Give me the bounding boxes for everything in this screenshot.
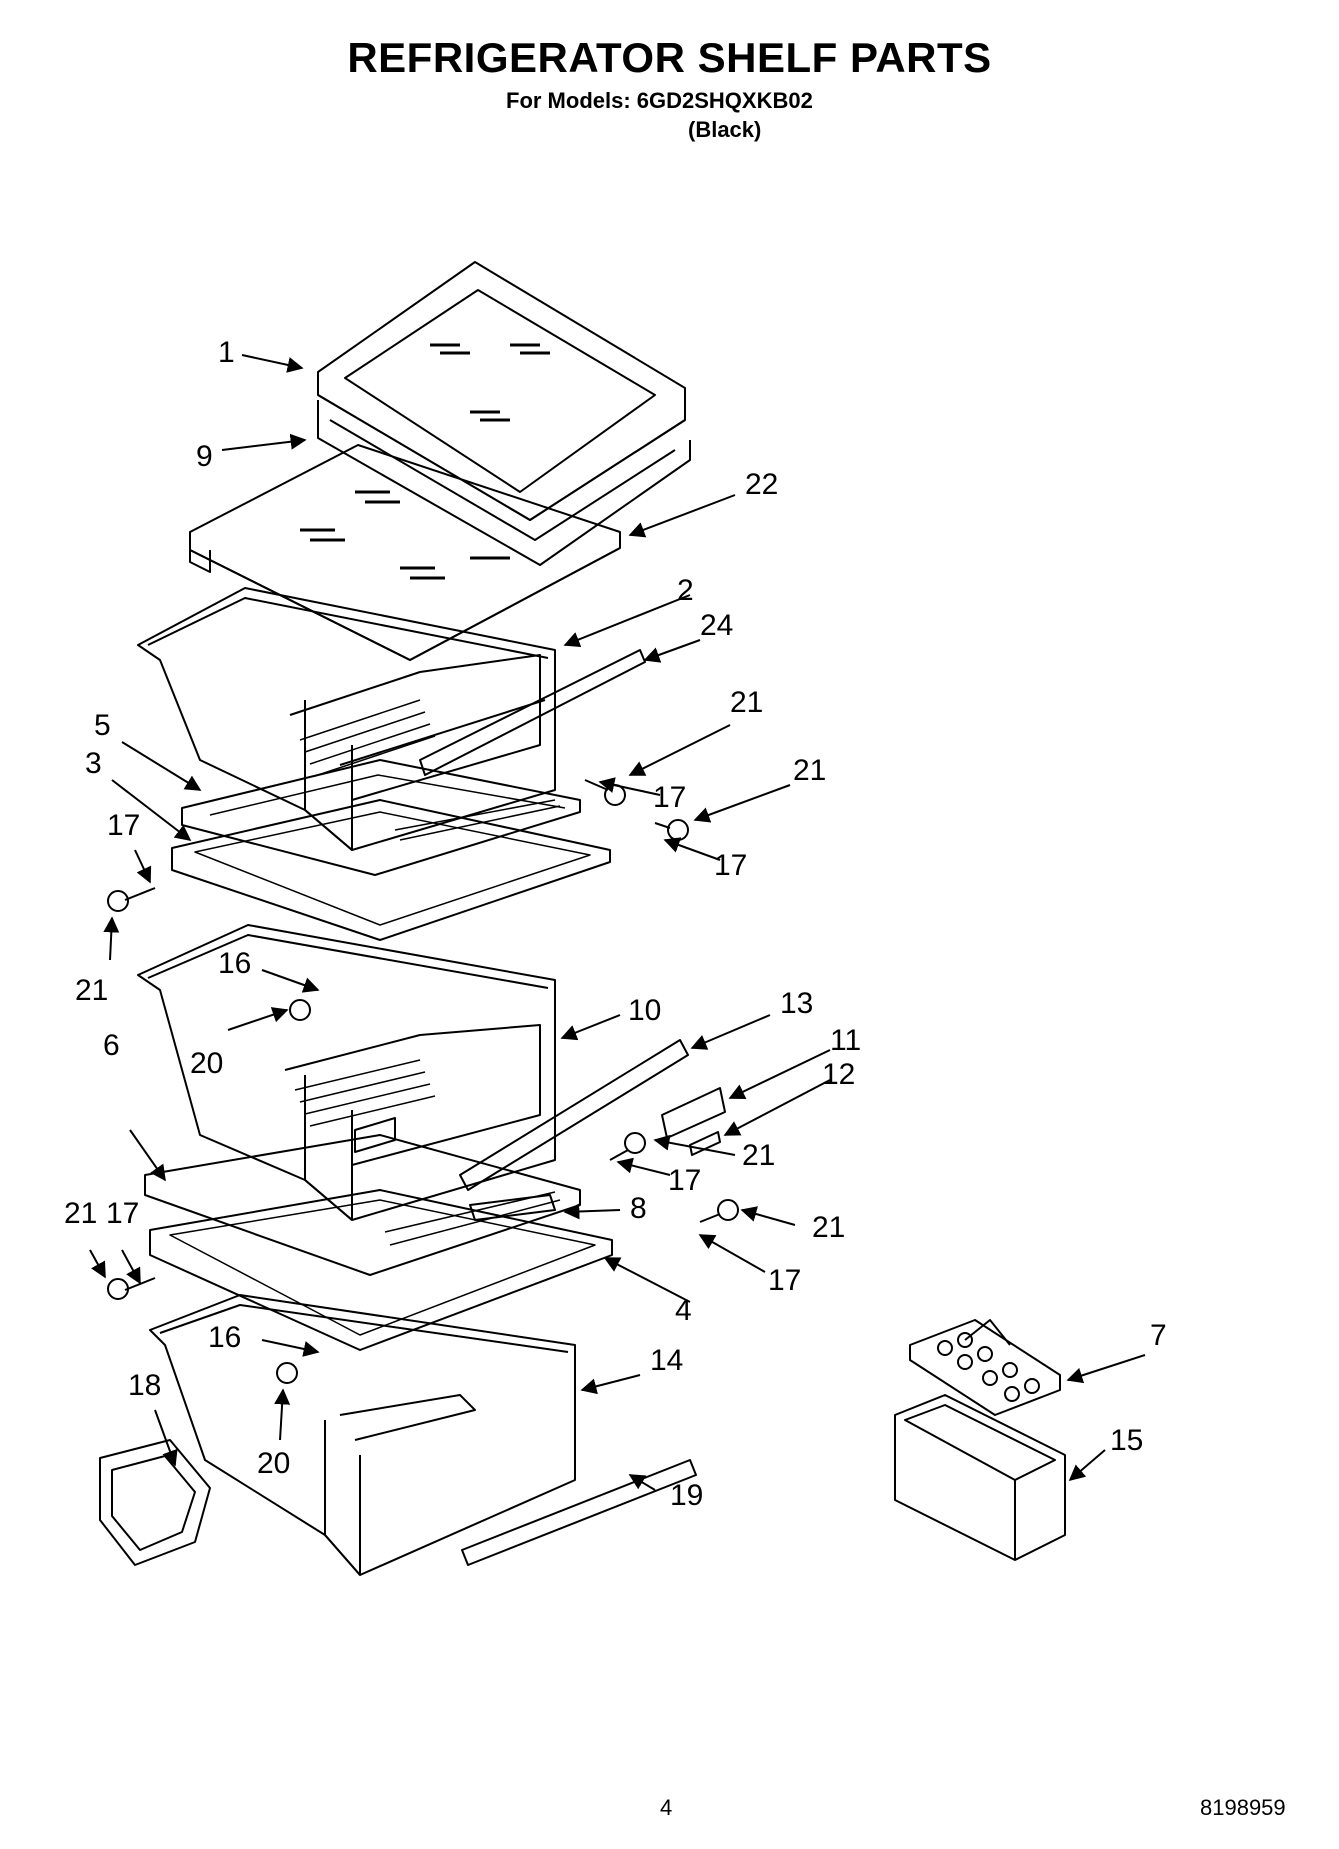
part-2-crisper-drawer bbox=[137, 587, 556, 851]
model-variant: (Black) bbox=[688, 117, 762, 142]
callout-13: 13 bbox=[780, 987, 813, 1020]
callout-1: 1 bbox=[218, 336, 235, 369]
callout-2: 2 bbox=[677, 574, 694, 607]
part-3-crisper-frame bbox=[171, 799, 611, 941]
callout-labels: 1 9 22 2 24 5 3 21 17 21 17 17 21 16 20 … bbox=[64, 336, 1167, 1512]
callout-5: 5 bbox=[94, 709, 111, 742]
callout-9: 9 bbox=[196, 440, 213, 473]
part-19-cover-strip bbox=[461, 1459, 697, 1566]
page-title: REFRIGERATOR SHELF PARTS bbox=[347, 34, 992, 81]
callout-21-d: 21 bbox=[742, 1139, 775, 1172]
part-1-glass-shelf bbox=[317, 261, 686, 521]
part-7-egg-tray bbox=[909, 1319, 1061, 1416]
part-5-crisper-cover bbox=[181, 759, 581, 876]
callout-21-b: 21 bbox=[793, 754, 826, 787]
callout-16-b: 16 bbox=[208, 1321, 241, 1354]
callout-17-b: 17 bbox=[107, 809, 140, 842]
callout-24: 24 bbox=[700, 609, 733, 642]
callout-21-c: 21 bbox=[75, 974, 108, 1007]
part-24-cover-strip bbox=[419, 649, 646, 776]
part-20-cams bbox=[276, 999, 311, 1384]
callout-21-a: 21 bbox=[730, 686, 763, 719]
callout-14: 14 bbox=[650, 1344, 683, 1377]
callout-17-f: 17 bbox=[768, 1264, 801, 1297]
part-14-crisper-drawer bbox=[149, 1294, 576, 1576]
callout-4: 4 bbox=[675, 1294, 692, 1327]
callout-19: 19 bbox=[670, 1479, 703, 1512]
callout-17-e: 17 bbox=[106, 1197, 139, 1230]
callout-12: 12 bbox=[822, 1058, 855, 1091]
leader-lines bbox=[89, 354, 1146, 1491]
callout-21-f: 21 bbox=[64, 1197, 97, 1230]
callout-17-a: 17 bbox=[653, 781, 686, 814]
callout-3: 3 bbox=[85, 747, 102, 780]
part-10-crisper-drawer bbox=[137, 924, 556, 1221]
part-13-cover-strip bbox=[459, 1039, 689, 1191]
part-6-crisper-cover bbox=[144, 1134, 581, 1276]
callout-15: 15 bbox=[1110, 1424, 1143, 1457]
callout-16-a: 16 bbox=[218, 947, 251, 980]
callout-20-b: 20 bbox=[257, 1447, 290, 1480]
callout-20-a: 20 bbox=[190, 1047, 223, 1080]
part-17-screws bbox=[124, 779, 721, 1291]
page-number: 4 bbox=[660, 1795, 673, 1820]
part-22-glass-shelf bbox=[189, 444, 621, 661]
models-line: For Models: 6GD2SHQXKB02 bbox=[506, 88, 813, 113]
callout-6: 6 bbox=[103, 1029, 120, 1062]
callout-21-e: 21 bbox=[812, 1211, 845, 1244]
callout-7: 7 bbox=[1150, 1319, 1167, 1352]
part-8-slide-rail bbox=[469, 1194, 556, 1221]
document-number: 8198959 bbox=[1200, 1795, 1286, 1820]
part-15-storage-bin bbox=[894, 1394, 1066, 1561]
callout-17-d: 17 bbox=[668, 1164, 701, 1197]
part-9-shelf-frame bbox=[317, 400, 691, 566]
callout-18: 18 bbox=[128, 1369, 161, 1402]
callout-11: 11 bbox=[830, 1024, 861, 1057]
callout-8: 8 bbox=[630, 1192, 647, 1225]
part-11-12-slides bbox=[661, 1087, 726, 1156]
part-18-label-card bbox=[99, 1439, 211, 1566]
part-4-crisper-frame bbox=[149, 1189, 613, 1351]
callout-10: 10 bbox=[628, 994, 661, 1027]
callout-17-c: 17 bbox=[714, 849, 747, 882]
callout-22: 22 bbox=[745, 468, 778, 501]
